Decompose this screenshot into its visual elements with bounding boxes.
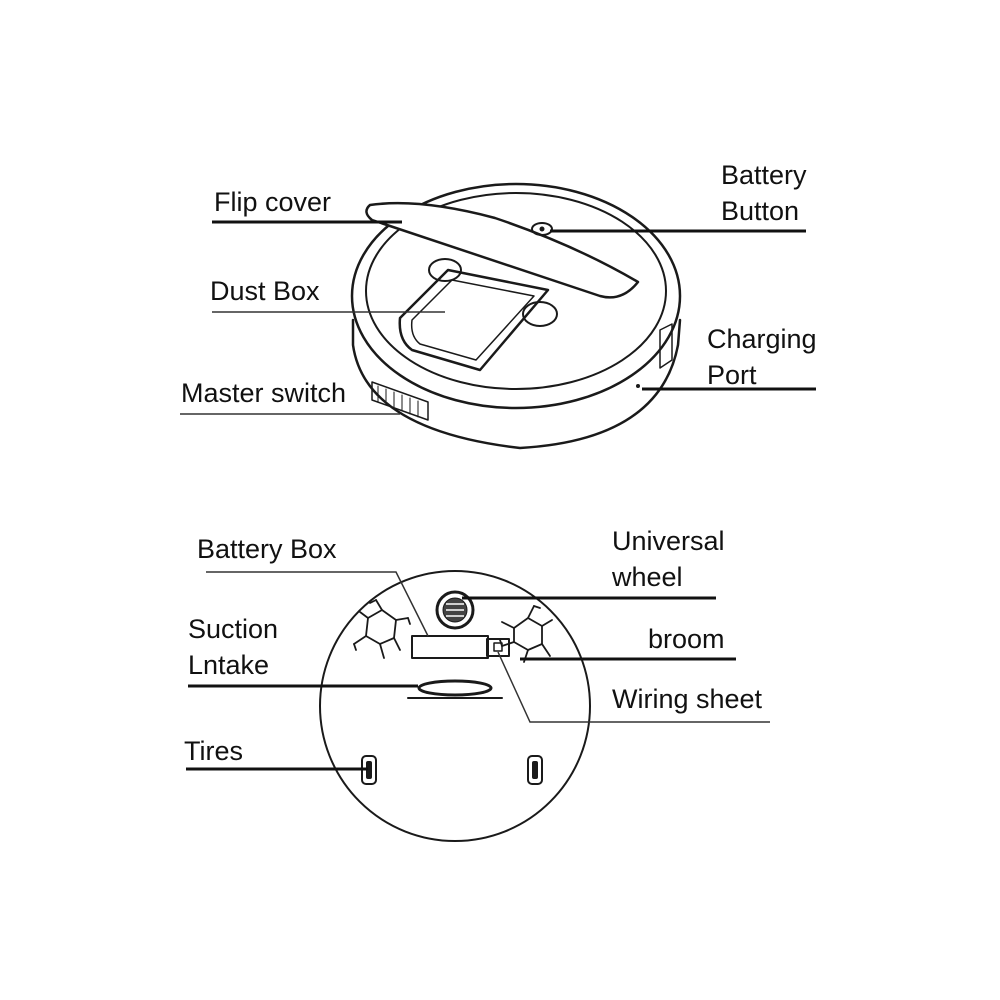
- label-dust-box: Dust Box: [210, 276, 320, 306]
- label-universal-wheel-line1: Universal: [612, 526, 725, 556]
- leader-battery-box: [206, 571, 429, 637]
- dust-box-drawer: [398, 268, 550, 372]
- label-charging-port-line2: Port: [707, 360, 757, 390]
- label-battery-box: Battery Box: [197, 534, 337, 564]
- broom-left: [353, 599, 411, 659]
- broom-right: [499, 605, 553, 663]
- body-inner-rim: [365, 192, 667, 390]
- suction-intake-shape: [417, 679, 493, 697]
- wiring-sheet-shape: [486, 638, 510, 657]
- charging-port-vent: [659, 323, 673, 369]
- battery-box-shape: [411, 635, 489, 659]
- label-broom: broom: [648, 624, 725, 654]
- tire-right: [527, 755, 543, 785]
- body-side-wall: [351, 318, 682, 450]
- charging-port-dot: [636, 384, 640, 388]
- well-left: [428, 258, 462, 282]
- label-tires: Tires: [184, 736, 243, 766]
- top-view-drawing: [350, 182, 682, 450]
- bottom-view-drawing: [319, 570, 591, 842]
- label-suction-intake-line2: Lntake: [188, 650, 269, 680]
- label-suction-intake-line1: Suction: [188, 614, 278, 644]
- flip-cover: [365, 201, 640, 299]
- label-master-switch: Master switch: [181, 378, 346, 408]
- label-wiring-sheet: Wiring sheet: [612, 684, 763, 714]
- battery-button-shape: [531, 222, 553, 236]
- side-vent: [371, 381, 429, 421]
- label-battery-button-line1: Battery: [721, 160, 807, 190]
- battery-button-dot: [539, 226, 545, 232]
- leader-wiring-sheet: [497, 651, 770, 723]
- label-battery-button-line2: Button: [721, 196, 799, 226]
- well-right: [522, 301, 558, 327]
- dust-box-drawer-inner: [410, 279, 535, 361]
- label-charging-port-line1: Charging: [707, 324, 817, 354]
- label-universal-wheel-line2: wheel: [611, 562, 683, 592]
- body-outer-rim: [350, 182, 682, 410]
- label-flip-cover: Flip cover: [214, 187, 331, 217]
- wiring-sheet-contact: [493, 642, 503, 652]
- base-circle: [319, 570, 591, 842]
- universal-wheel-shape: [435, 590, 475, 630]
